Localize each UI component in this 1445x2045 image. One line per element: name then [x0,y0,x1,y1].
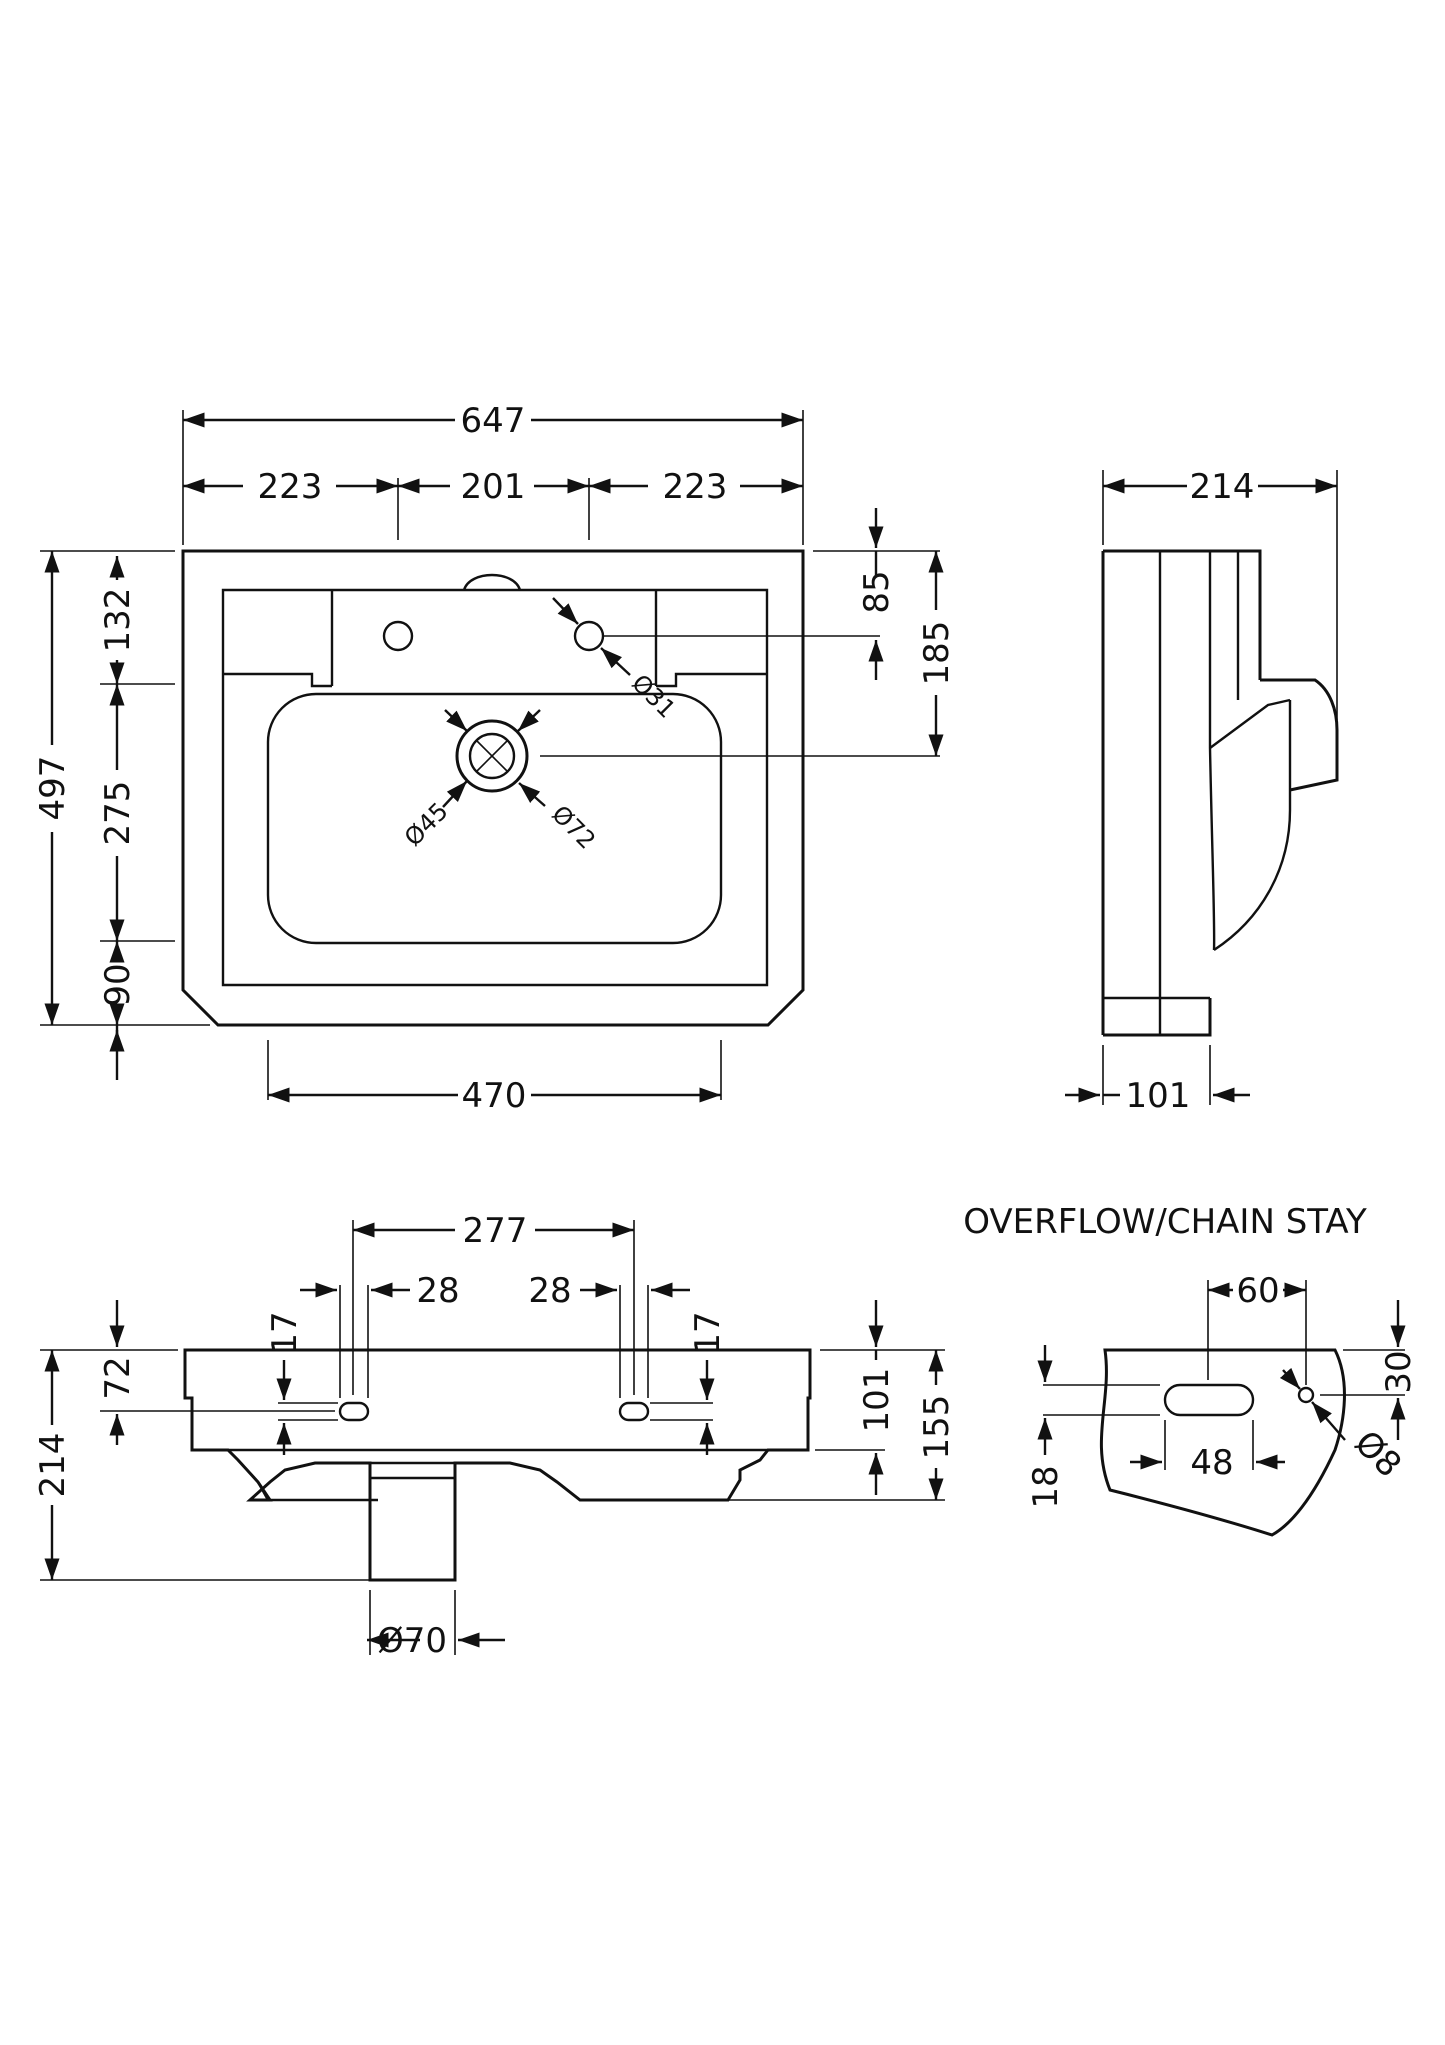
dim-overall-width: 647 [461,401,526,441]
dim-bowl-depth: 275 [98,781,138,846]
dim-slot-left-height: 17 [265,1311,305,1354]
chain-stay-hole [1297,1386,1315,1404]
dim-fixing-height: 72 [98,1356,138,1399]
waste-inner [468,732,516,780]
dim-slot-right-height: 17 [688,1311,728,1354]
dim-front-lip: 90 [98,963,138,1006]
dim-tap-ledge: 132 [98,588,138,653]
dim-bracket-depth: 101 [1126,1076,1191,1116]
overflow-slot [1163,1383,1255,1417]
dim-waste-outlet-dia: Ø70 [377,1621,447,1661]
dim-left-width: 223 [258,467,323,507]
waste-outer [455,719,529,793]
dim-slot-height: 18 [1026,1465,1066,1508]
dim-side-projection: 214 [1190,467,1255,507]
overflow-detail: OVERFLOW/CHAIN STAY 60 30 18 48 Ø8 [963,1202,1419,1537]
dim-fixing-centres: 277 [463,1211,528,1251]
tap-hole-right [573,620,605,652]
dim-hole-dia: Ø8 [1347,1423,1410,1486]
dim-slot-left-width: 28 [416,1271,459,1311]
dim-base-width: 470 [462,1076,527,1116]
dim-slot-to-hole: 60 [1236,1271,1279,1311]
side-view: 214 101 [1065,467,1339,1116]
rear-view: 277 28 28 17 17 72 214 101 [33,1211,957,1661]
dim-body-height: 155 [917,1395,957,1460]
basin-outline [181,549,805,1027]
bowl [266,692,723,945]
dim-slot-length: 48 [1190,1443,1233,1483]
dim-hole-from-top: 30 [1379,1350,1419,1393]
plan-view: 647 223 201 223 497 132 275 90 85 [33,401,957,1116]
dim-center-width: 201 [461,467,526,507]
dim-waste-offset: 185 [917,621,957,686]
fixing-slot-left [338,1401,370,1422]
dim-right-width: 223 [663,467,728,507]
inner-rim [221,588,769,987]
dim-waste-outer-dia: Ø72 [546,800,601,855]
dim-depth: 497 [33,756,73,821]
overflow-outline [1099,1348,1346,1537]
dim-overall-height: 214 [33,1433,73,1498]
overflow-title: OVERFLOW/CHAIN STAY [963,1202,1367,1242]
tap-hole-left [382,620,414,652]
dim-slot-right-width: 28 [528,1271,571,1311]
dim-fixing-from-top: 101 [857,1368,897,1433]
dim-tap-hole-dia: Ø31 [626,669,681,724]
fixing-slot-right [618,1401,650,1422]
dim-tap-offset: 85 [857,570,897,613]
